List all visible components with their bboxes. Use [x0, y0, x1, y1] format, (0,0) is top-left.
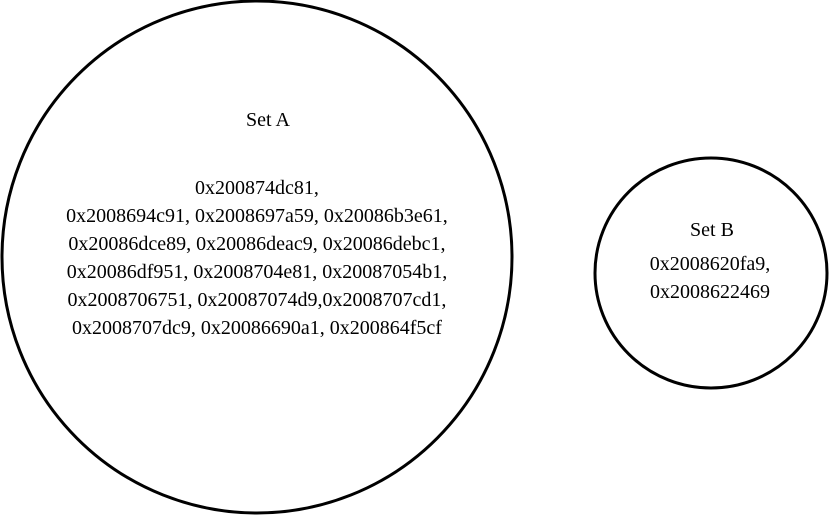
set-b-line-1: 0x2008620fa9, — [650, 253, 771, 275]
set-b: Set B 0x2008620fa9, 0x2008622469 — [593, 156, 829, 390]
set-a-circle — [0, 0, 514, 515]
set-a-line-3: 0x20086dce89, 0x20086deac9, 0x20086debc1… — [68, 233, 445, 255]
set-b-circle — [593, 156, 829, 390]
set-a-line-2: 0x2008694c91, 0x2008697a59, 0x20086b3e61… — [66, 205, 448, 227]
set-b-title: Set B — [690, 219, 734, 241]
set-a-line-6: 0x2008707dc9, 0x20086690a1, 0x200864f5cf — [72, 317, 442, 339]
set-a-line-4: 0x20086df951, 0x2008704e81, 0x20087054b1… — [67, 261, 448, 283]
set-a: Set A 0x200874dc81, 0x2008694c91, 0x2008… — [0, 0, 514, 515]
set-a-line-5: 0x2008706751, 0x20087074d9,0x2008707cd1, — [68, 289, 447, 311]
set-a-title: Set A — [246, 109, 290, 131]
set-a-line-1: 0x200874dc81, — [195, 177, 319, 199]
set-b-line-2: 0x2008622469 — [650, 281, 770, 303]
